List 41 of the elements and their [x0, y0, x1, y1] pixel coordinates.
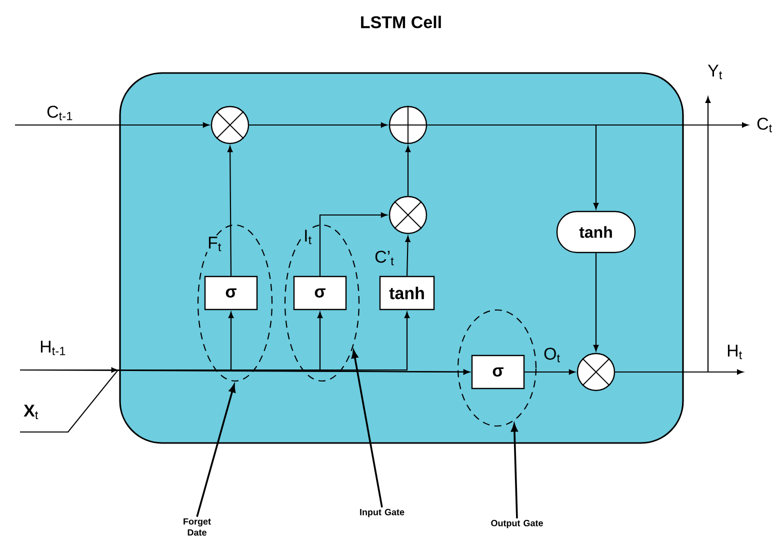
arrow	[615, 96, 711, 373]
edge-label: Y$_{t}$	[708, 64, 722, 80]
arrow	[593, 253, 599, 352]
leader-line	[352, 350, 383, 508]
gate-label: Input Gate	[360, 508, 404, 518]
edge-label: I$_{t}$	[302, 228, 314, 246]
dashed-ellipse	[197, 224, 273, 382]
dashed-ellipse	[457, 309, 537, 427]
multiply-symbol	[576, 352, 616, 392]
gate-label: Output Gate	[491, 520, 543, 528]
gate-label: Forget Date	[184, 518, 211, 536]
edge-label: C$_{t}$	[757, 118, 772, 132]
edge-label: H$_{t-1}$	[40, 340, 66, 356]
cell-background	[119, 72, 684, 444]
function-box: σ	[293, 276, 347, 310]
arrow	[524, 369, 576, 375]
function-box: tanh	[379, 276, 435, 310]
edge-label: F$_{t}$	[206, 236, 223, 252]
edge-label: C’$_{t}$	[375, 250, 394, 266]
add-symbol	[388, 105, 428, 145]
function-box: σ	[471, 354, 525, 390]
multiply-symbol	[210, 106, 250, 144]
leader-line	[511, 424, 518, 518]
arrow	[405, 146, 411, 196]
edge-label: H$_{t}$	[728, 344, 742, 360]
edge-label: X$_{t}$	[24, 404, 38, 420]
arrow	[249, 122, 388, 128]
arrow	[15, 122, 210, 128]
function-box: σ	[204, 276, 258, 310]
edge-label: C$_{t-1}$	[47, 106, 72, 120]
arrow	[20, 367, 470, 433]
arrow	[427, 124, 599, 210]
arrow	[319, 212, 388, 276]
function-box: tanh	[556, 210, 636, 254]
arrow	[227, 146, 233, 276]
arrow	[405, 236, 410, 276]
title: LSTM Cell	[361, 16, 441, 28]
multiply-symbol	[388, 196, 428, 234]
dashed-ellipse	[284, 224, 360, 382]
edge-label: O$_{t}$	[544, 348, 560, 362]
leader-line	[196, 384, 236, 518]
